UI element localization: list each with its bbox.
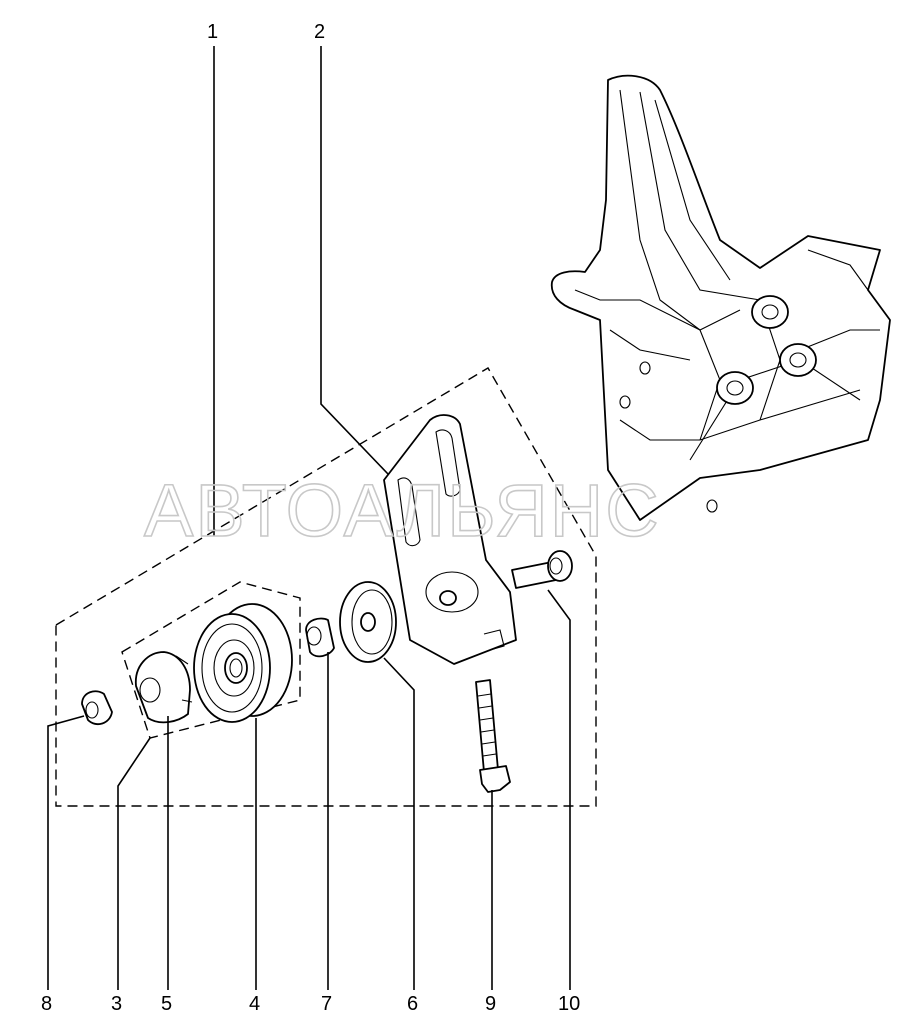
callout-3: 3: [111, 993, 122, 1015]
callout-5: 5: [161, 993, 172, 1015]
engine-bracket: [550, 74, 891, 521]
subgroup-outline: [121, 581, 301, 739]
callout-9: 9: [485, 993, 496, 1015]
bolt-9: [475, 679, 511, 793]
callout-2: 2: [314, 21, 325, 43]
pulley-4: [193, 603, 293, 723]
nut-8: [81, 690, 113, 726]
watermark: АВТОАЛЬЯНС: [144, 469, 661, 552]
cap-5: [135, 651, 193, 724]
callout-6: 6: [407, 993, 418, 1015]
callout-1: 1: [207, 21, 218, 43]
leader-lines: [47, 46, 571, 990]
washer-6: [339, 581, 397, 663]
callout-4: 4: [249, 993, 260, 1015]
callout-8: 8: [41, 993, 52, 1015]
tensioner-plate: [383, 414, 517, 665]
assembly-outline: [55, 367, 597, 807]
bolt-10: [511, 550, 573, 589]
callout-7: 7: [321, 993, 332, 1015]
bushing-7: [305, 617, 335, 658]
callout-10: 10: [558, 993, 580, 1015]
